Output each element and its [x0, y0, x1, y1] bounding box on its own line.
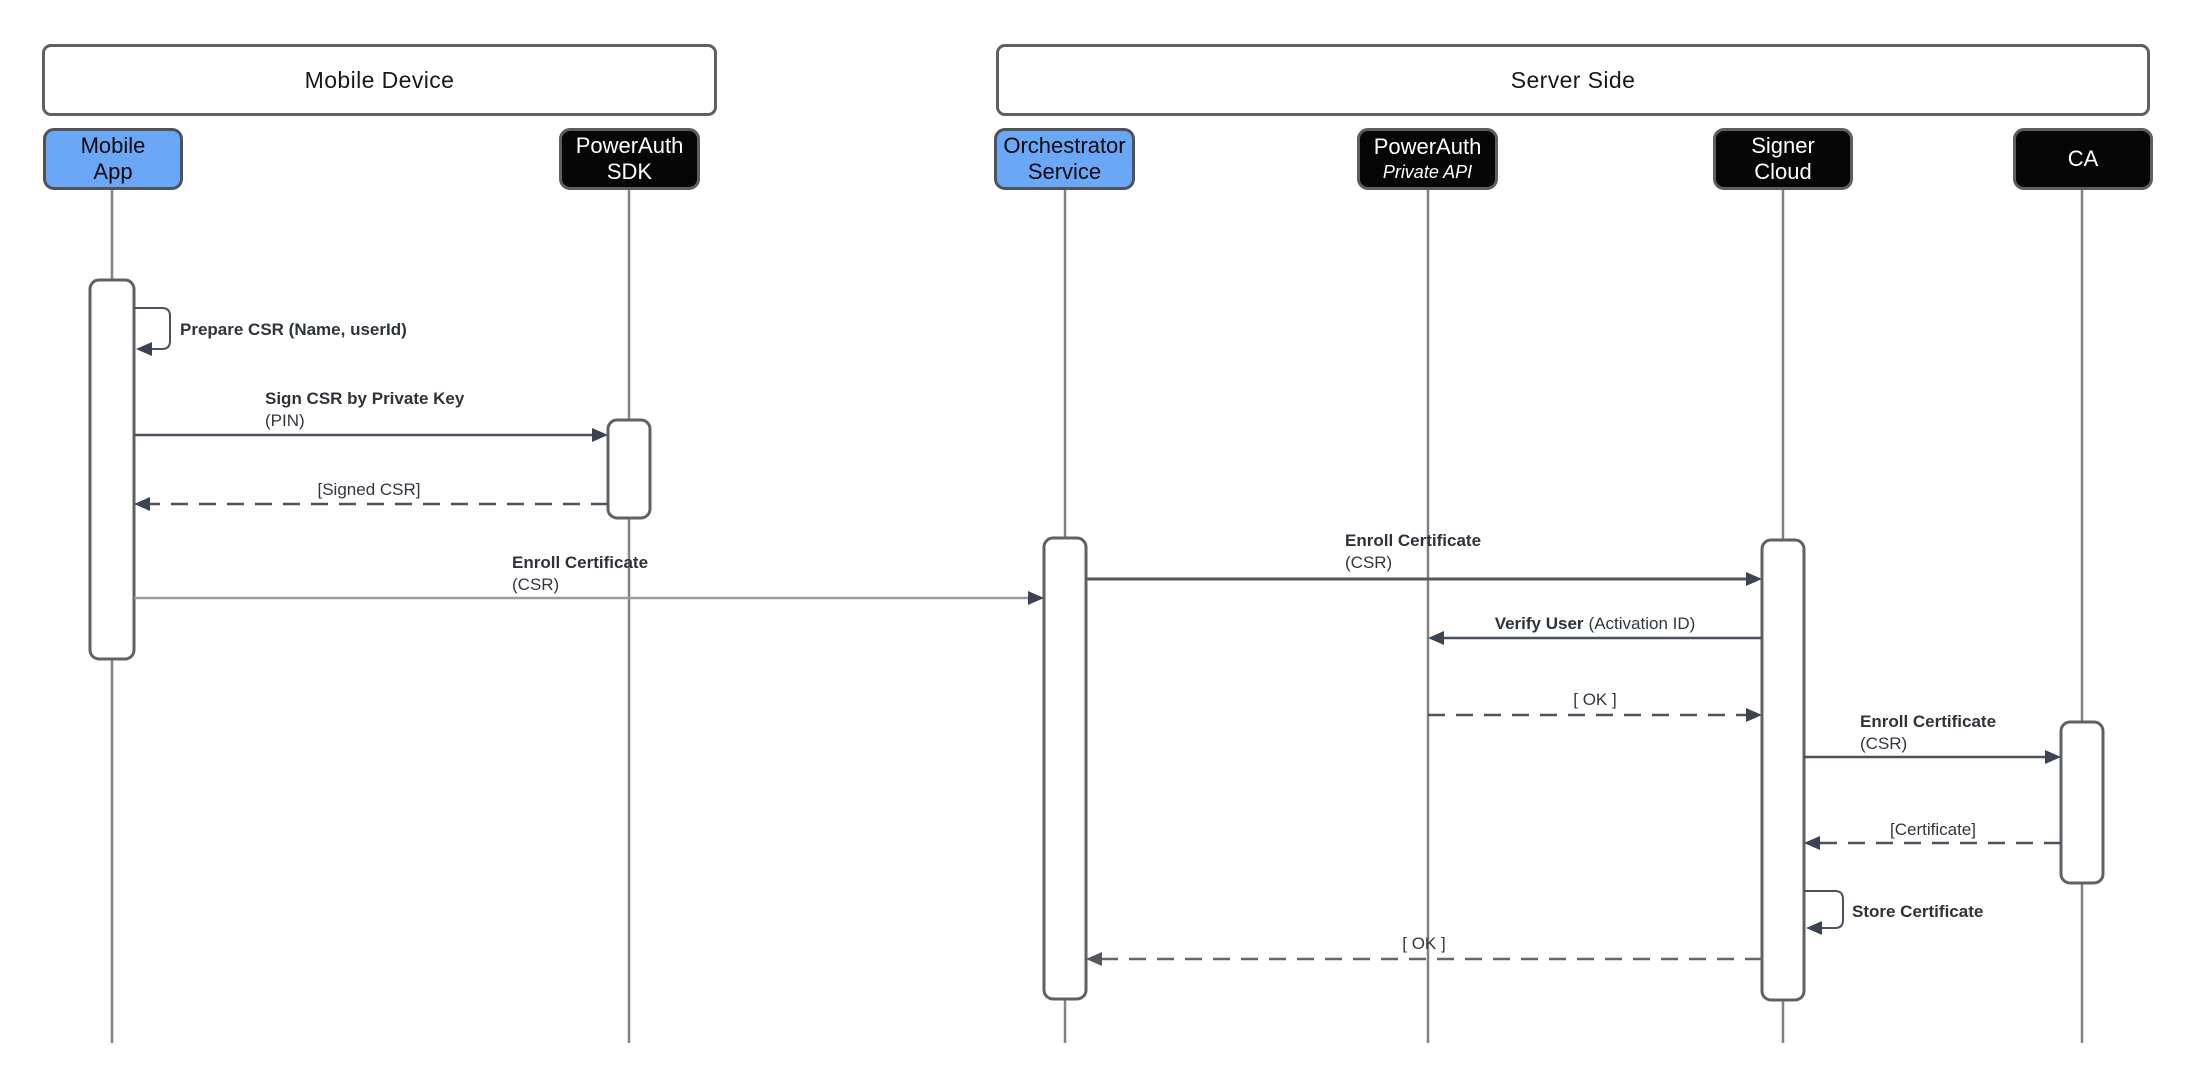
- activation-signer-cloud: [1760, 538, 1806, 1002]
- participant-label: SDK: [606, 159, 653, 184]
- participant-mobile-app: Mobile App: [43, 128, 183, 190]
- message-label-sign-csr: Sign CSR by Private Key (PIN): [265, 389, 465, 430]
- arrow-ok-to-signer: [1428, 708, 1762, 722]
- message-label-certificate: [Certificate]: [1890, 820, 1976, 839]
- participant-sublabel: Private API: [1382, 162, 1473, 182]
- arrow-certificate-return: [1804, 836, 2061, 850]
- frame-mobile-device: Mobile Device: [42, 44, 717, 116]
- participant-label: Service: [1027, 159, 1102, 184]
- participant-orchestrator-service: Orchestrator Service: [994, 128, 1135, 190]
- frame-server-side: Server Side: [996, 44, 2150, 116]
- participant-ca: CA: [2013, 128, 2153, 190]
- participant-powerauth-sdk: PowerAuth SDK: [559, 128, 700, 190]
- arrow-ok-to-orchestrator: [1086, 952, 1762, 966]
- message-label-store-certificate: Store Certificate: [1852, 902, 1984, 921]
- message-label-signed-csr: [Signed CSR]: [317, 480, 421, 499]
- arrow-verify-user: [1428, 631, 1762, 645]
- activation-orchestrator: [1042, 536, 1088, 1001]
- participant-label: PowerAuth: [575, 133, 684, 158]
- message-label-enroll-certificate-ca: Enroll Certificate (CSR): [1860, 712, 1997, 753]
- frame-server-side-title: Server Side: [1510, 66, 1636, 93]
- message-label-ok-signer: [ OK ]: [1573, 690, 1617, 709]
- frame-mobile-device-title: Mobile Device: [304, 66, 455, 93]
- participant-label: PowerAuth: [1373, 134, 1482, 159]
- activation-bars: [88, 278, 2105, 1002]
- arrow-enroll-certificate-orchestrator: [134, 591, 1044, 605]
- participant-label: Mobile: [80, 133, 146, 158]
- participant-label: Orchestrator: [1003, 133, 1126, 158]
- arrow-prepare-csr: [134, 307, 171, 356]
- participant-label: CA: [2067, 146, 2099, 171]
- arrow-signed-csr-return: [134, 497, 608, 511]
- participant-signer-cloud: Signer Cloud: [1713, 128, 1853, 190]
- message-label-prepare-csr: Prepare CSR (Name, userId): [180, 320, 407, 339]
- participant-powerauth-private-api: PowerAuth Private API: [1357, 128, 1498, 190]
- arrow-enroll-certificate-ca: [1804, 750, 2061, 764]
- arrow-sign-csr: [134, 428, 608, 442]
- participant-label: Cloud: [1754, 159, 1812, 184]
- activation-powerauth-sdk: [606, 418, 652, 520]
- activation-mobile-app: [88, 278, 136, 661]
- message-label-ok-orchestrator: [ OK ]: [1402, 934, 1446, 953]
- message-label-verify-user: Verify User(Activation ID): [1494, 614, 1696, 633]
- arrow-enroll-certificate-signer: [1086, 572, 1762, 586]
- message-label-enroll-certificate-orchestrator: Enroll Certificate (CSR): [512, 553, 649, 594]
- participant-label: App: [93, 159, 133, 184]
- activation-ca: [2059, 720, 2105, 885]
- message-label-enroll-certificate-signer: Enroll Certificate (CSR): [1345, 531, 1482, 572]
- participant-label: Signer: [1751, 133, 1815, 158]
- arrow-store-certificate: [1804, 890, 1844, 935]
